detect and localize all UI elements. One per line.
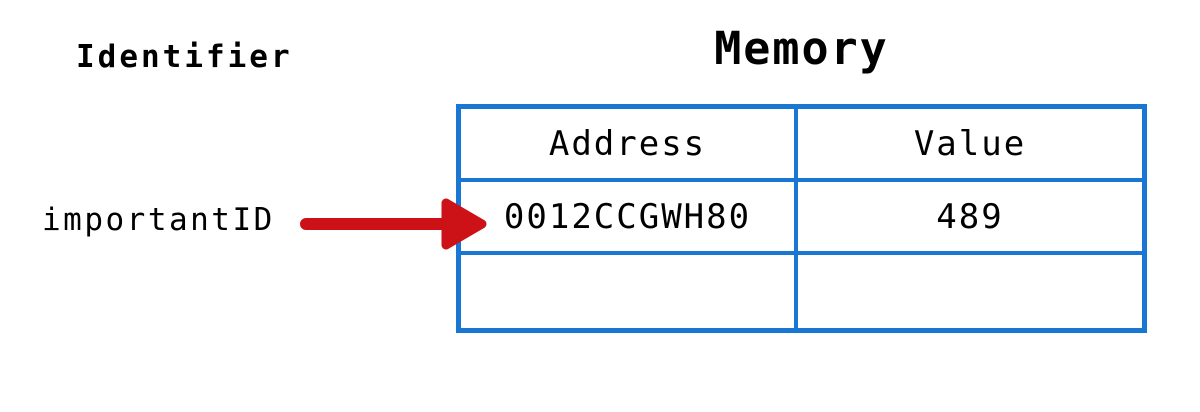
address-cell-row2 — [461, 255, 798, 328]
value-cell-row1: 489 — [798, 182, 1142, 255]
identifier-heading: Identifier — [76, 39, 293, 75]
memory-heading: Memory — [714, 22, 889, 75]
identifier-pointer-arrow-icon — [300, 198, 487, 250]
address-cell-row1: 0012CCGWH80 — [461, 182, 798, 255]
identifier-label: importantID — [42, 202, 275, 238]
memory-table: Address Value 0012CCGWH80 489 — [456, 104, 1147, 333]
value-cell-row2 — [798, 255, 1142, 328]
value-column-header: Value — [798, 109, 1142, 182]
address-column-header: Address — [461, 109, 798, 182]
